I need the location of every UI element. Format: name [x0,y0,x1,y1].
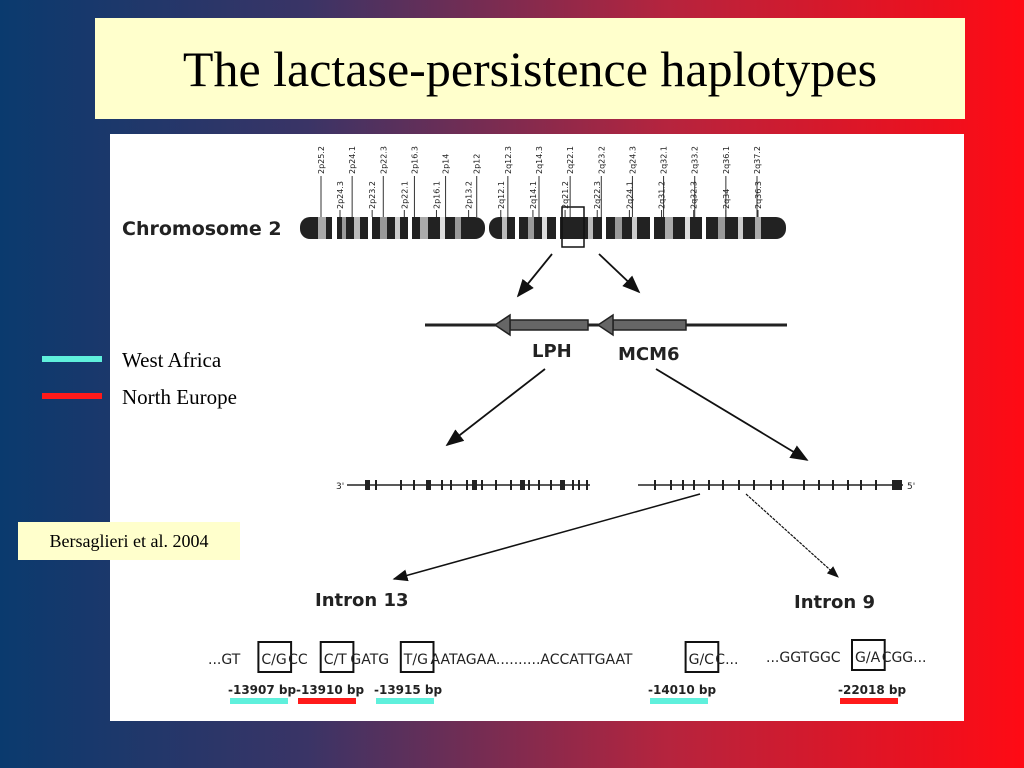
legend-north-europe: North Europe [42,385,302,409]
snp-population-bar [298,698,356,704]
snp-markers: -13907 bp-13910 bp -13915 bp -14010 bp -220… [228,683,906,704]
intron9-sequence: ...GGTGGC G/A CGG... [766,639,927,671]
band-label: 2p25.2 [317,146,326,174]
band-label: 2q14.1 [529,181,538,209]
band-label: 2p23.2 [368,181,377,209]
band-label: 2p16.3 [410,146,419,174]
band-label: 2p14 [442,154,451,174]
snp-position-label: -13907 bp [228,683,296,697]
intron9-label: Intron 9 [794,592,875,613]
band-label: 2p22.3 [379,146,388,174]
sequence-text: CC [288,652,308,668]
band-label: 2p24.1 [348,146,357,174]
band-label: 2q32.1 [660,146,669,174]
band-label: 2p22.1 [400,181,409,209]
snp-position-label: -13910 bp [296,683,364,697]
band-label: 2p16.1 [432,181,441,209]
snp-allele: C/G [261,652,286,668]
mcm6-exon-structure: 5' [638,480,915,492]
legend-swatch-west-africa [42,356,102,362]
chromosome-label: Chromosome 2 [122,218,282,240]
snp-population-bar [840,698,898,704]
band-label: 2p24.3 [336,181,345,209]
lph-exon-structure: 3' [336,480,590,492]
sequence-text: ...GT [208,652,241,668]
band-label: 2q14.3 [535,146,544,174]
band-label: 2q24.3 [628,146,637,174]
band-label: 2q23.2 [597,146,606,174]
strand-5-label: 5' [907,482,915,492]
band-label: 2q22.1 [566,146,575,174]
chromosome-2 [300,206,786,248]
band-label: 2q21.2 [561,181,570,209]
snp-position-label: -22018 bp [838,683,906,697]
sequence-text: ...GGTGGC [766,650,841,666]
slide-title: The lactase-persistence haplotypes [182,40,878,97]
snp-position-label: -14010 bp [648,683,716,697]
band-label: 2q36.3 [754,181,763,209]
band-label: 2q24.1 [625,181,634,209]
snp-population-bar [650,698,708,704]
title-box: The lactase-persistence haplotypes [95,18,965,119]
snp-population-bar [376,698,434,704]
band-label: 2q32.3 [690,181,699,209]
intron13-label: Intron 13 [315,590,409,611]
strand-3-label: 3' [336,482,344,492]
band-label: 2q22.3 [593,181,602,209]
sequence-text: AATAGAA..........ACCATTGAAT [431,652,633,668]
legend-label-west-africa: West Africa [122,348,222,372]
band-label: 2q33.2 [691,146,700,174]
citation-box: Bersaglieri et al. 2004 [18,522,240,560]
band-labels: 2p25.2 2p24.1 2p22.3 2p16.3 2p14 2p12 2q12.3 2q… [317,146,763,217]
band-label: 2q12.1 [497,181,506,209]
snp-population-bar [230,698,288,704]
band-label: 2q34 [722,189,731,209]
snp-allele: G/A [855,650,881,666]
snp-position-label: -13915 bp [374,683,442,697]
snp-allele: C/T [324,652,347,668]
lph-label: LPH [532,341,572,362]
band-label: 2q36.1 [722,146,731,174]
intron13-sequence: ...GT C/G CC C/T GATG T/G AATAGAA.......… [208,641,738,673]
sequence-text: GATG [350,652,389,668]
mcm6-gene-arrow [596,313,687,337]
legend-west-africa: West Africa [42,348,302,372]
band-label: 2p13.2 [465,181,474,209]
legend-swatch-north-europe [42,393,102,399]
band-label: 2p12 [473,154,482,174]
snp-allele: G/C [689,652,715,668]
diagram-svg: Chromosome 2 2p25.2 2p24.1 2p22.3 2p16.3 2p1… [122,146,927,704]
lph-gene-arrow [493,313,589,337]
band-label: 2q12.3 [504,146,513,174]
band-label: 2q31.2 [658,181,667,209]
lct-locus-box [561,206,585,248]
sequence-text: C... [715,652,738,668]
band-label: 2q37.2 [753,146,762,174]
sequence-text: CGG... [882,650,927,666]
legend-label-north-europe: North Europe [122,385,237,409]
snp-allele: T/G [403,652,428,668]
mcm6-label: MCM6 [618,344,680,365]
diagram-panel: Chromosome 2 2p25.2 2p24.1 2p22.3 2p16.3 2p1… [110,134,964,721]
